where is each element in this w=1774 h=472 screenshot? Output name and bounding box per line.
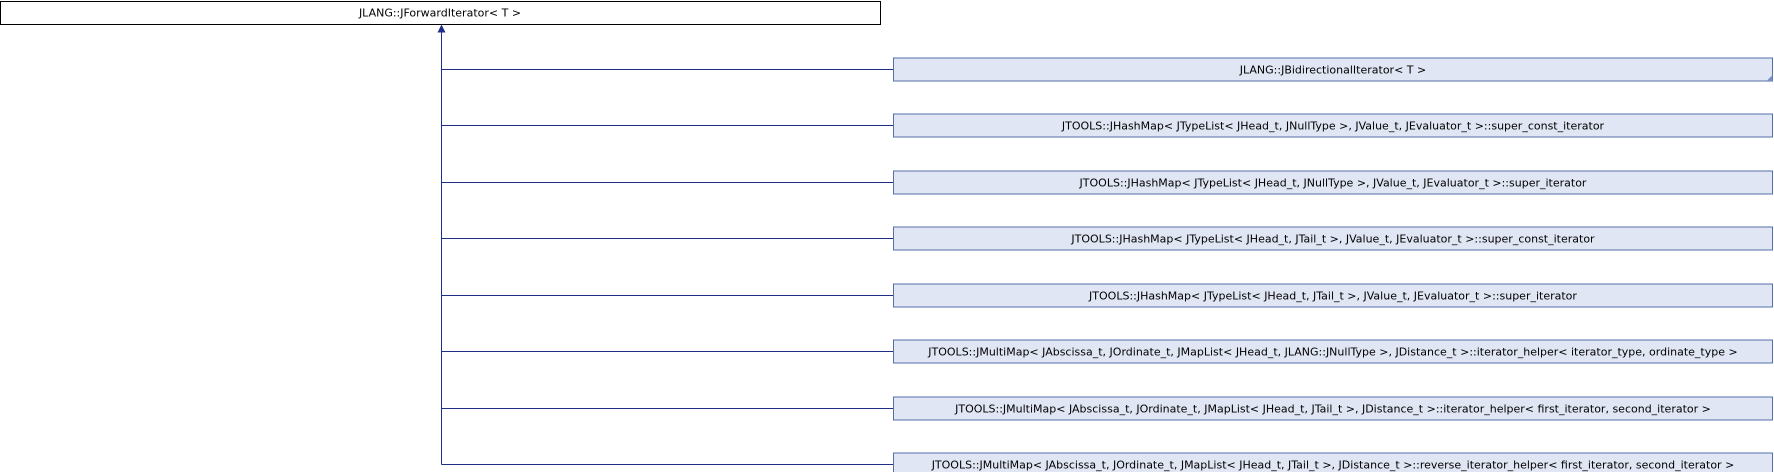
derived-class-node[interactable]: JTOOLS::JMultiMap< JAbscissa_t, JOrdinat… xyxy=(893,396,1773,421)
derived-class-node[interactable]: JTOOLS::JHashMap< JTypeList< JHead_t, JT… xyxy=(893,226,1773,251)
more-indicator-icon xyxy=(1766,75,1773,81)
inheritance-arrowhead xyxy=(437,24,446,33)
derived-class-box xyxy=(893,283,1773,308)
derived-class-nodes: JLANG::JBidirectionalIterator< T >JTOOLS… xyxy=(893,57,1773,472)
base-class-node[interactable]: JLANG::JForwardIterator< T > xyxy=(0,1,881,25)
derived-class-label: JTOOLS::JHashMap< JTypeList< JHead_t, JT… xyxy=(1070,233,1595,246)
derived-class-node[interactable]: JLANG::JBidirectionalIterator< T > xyxy=(893,57,1773,82)
derived-class-box xyxy=(893,57,1773,82)
derived-class-label: JTOOLS::JHashMap< JTypeList< JHead_t, JN… xyxy=(1061,120,1605,133)
derived-class-label: JTOOLS::JMultiMap< JAbscissa_t, JOrdinat… xyxy=(954,403,1711,416)
derived-class-box xyxy=(893,226,1773,251)
derived-class-box xyxy=(893,170,1773,195)
derived-class-label: JTOOLS::JHashMap< JTypeList< JHead_t, JT… xyxy=(1088,290,1577,303)
derived-class-label: JTOOLS::JMultiMap< JAbscissa_t, JOrdinat… xyxy=(927,346,1737,359)
inheritance-edges xyxy=(437,24,894,465)
derived-class-label: JTOOLS::JMultiMap< JAbscissa_t, JOrdinat… xyxy=(931,459,1735,472)
derived-class-box xyxy=(893,113,1773,138)
derived-class-label: JTOOLS::JHashMap< JTypeList< JHead_t, JN… xyxy=(1079,177,1587,190)
derived-class-label: JLANG::JBidirectionalIterator< T > xyxy=(1239,64,1426,77)
derived-class-box xyxy=(893,452,1773,472)
base-class-label: JLANG::JForwardIterator< T > xyxy=(358,7,521,20)
derived-class-box xyxy=(893,339,1773,364)
derived-class-box xyxy=(893,396,1773,421)
derived-class-node[interactable]: JTOOLS::JHashMap< JTypeList< JHead_t, JT… xyxy=(893,283,1773,308)
derived-class-node[interactable]: JTOOLS::JMultiMap< JAbscissa_t, JOrdinat… xyxy=(893,452,1773,472)
derived-class-node[interactable]: JTOOLS::JHashMap< JTypeList< JHead_t, JN… xyxy=(893,113,1773,138)
derived-class-node[interactable]: JTOOLS::JHashMap< JTypeList< JHead_t, JN… xyxy=(893,170,1773,195)
derived-class-node[interactable]: JTOOLS::JMultiMap< JAbscissa_t, JOrdinat… xyxy=(893,339,1773,364)
